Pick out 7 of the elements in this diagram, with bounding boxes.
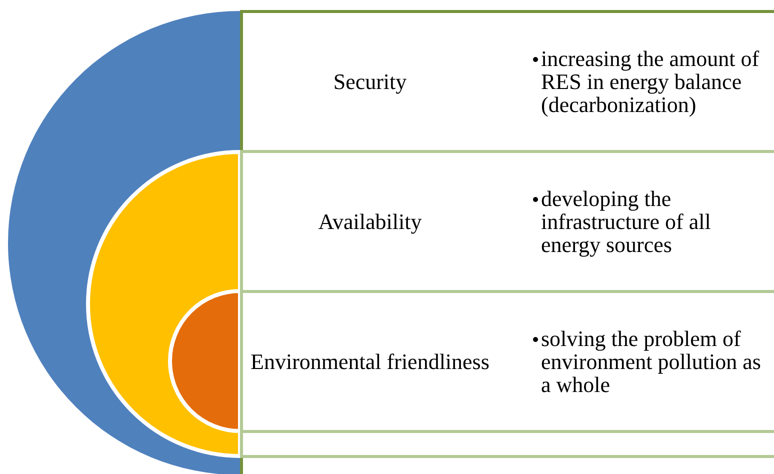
row-title: Availability [317,210,423,233]
row-title: Environmental friendliness [250,350,490,373]
bullet-text: developing the infrastructure of all energy sources [541,186,711,257]
bullet-text: solving the problem of environment pollution as a whole [541,326,761,397]
row-box [240,430,774,458]
bullet-text: increasing the amount of RES in energy balance (decarbonization) [541,46,760,117]
row-title: Security [332,70,408,93]
